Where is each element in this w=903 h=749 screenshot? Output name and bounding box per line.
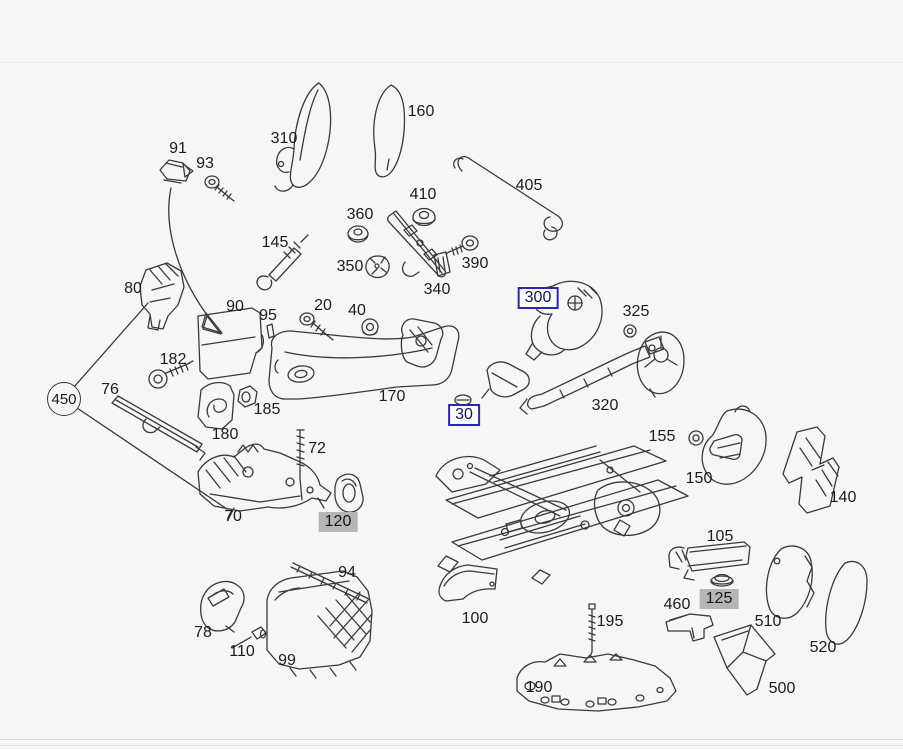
bottom-divider [0, 739, 903, 740]
part-99-drawing [266, 570, 373, 679]
part-91-drawing [159, 159, 223, 334]
part-40-drawing [361, 318, 379, 336]
part-label-94[interactable]: 94 [338, 564, 356, 581]
part-label-110[interactable]: 110 [229, 643, 255, 660]
part-label-185[interactable]: 185 [253, 401, 281, 418]
part-185-drawing [237, 385, 258, 408]
part-label-360[interactable]: 360 [346, 206, 374, 223]
part-label-500[interactable]: 500 [768, 680, 796, 697]
part-label-170[interactable]: 170 [378, 388, 406, 405]
part-label-390[interactable]: 390 [461, 255, 489, 272]
part-350-drawing [365, 255, 390, 279]
part-label-80[interactable]: 80 [124, 280, 142, 297]
part-label-90[interactable]: 90 [226, 298, 244, 315]
part-170-drawing [268, 318, 460, 400]
part-20-drawing [299, 312, 334, 341]
part-160-drawing [373, 84, 406, 178]
part-label-300-highlighted[interactable]: 300 [517, 287, 559, 309]
part-310-drawing [274, 82, 332, 192]
part-label-310[interactable]: 310 [270, 130, 298, 147]
part-label-520[interactable]: 520 [809, 639, 837, 656]
part-325-drawing [623, 324, 685, 398]
part-label-72[interactable]: 72 [308, 440, 326, 457]
part-140-drawing [782, 426, 840, 514]
part-125-nut-drawing [710, 573, 734, 587]
part-label-91[interactable]: 91 [169, 140, 187, 157]
part-label-99[interactable]: 99 [278, 652, 296, 669]
top-divider [0, 62, 903, 63]
part-90-drawing [197, 307, 264, 380]
part-390-drawing [445, 235, 479, 256]
part-label-120-highlighted[interactable]: 120 [318, 512, 358, 532]
part-340-drawing [387, 210, 451, 278]
seat-rail-assembly-drawing [435, 445, 689, 585]
part-72-drawing [296, 429, 305, 501]
part-label-460[interactable]: 460 [663, 596, 691, 613]
callout-450-leader-lines [73, 302, 228, 510]
part-label-190[interactable]: 190 [525, 679, 553, 696]
part-320-drawing [519, 336, 665, 415]
part-label-145[interactable]: 145 [261, 234, 289, 251]
part-label-78[interactable]: 78 [194, 624, 212, 641]
part-405-drawing [453, 156, 564, 241]
part-label-160[interactable]: 160 [407, 103, 435, 120]
part-label-450-circled[interactable]: 450 [47, 382, 81, 416]
part-label-350[interactable]: 350 [336, 258, 364, 275]
part-label-125-highlighted[interactable]: 125 [699, 589, 739, 609]
part-label-40[interactable]: 40 [348, 302, 366, 319]
part-93-drawing [204, 175, 235, 202]
part-80-drawing [139, 262, 185, 331]
part-label-195[interactable]: 195 [596, 613, 624, 630]
part-label-20[interactable]: 20 [314, 297, 332, 314]
part-520-drawing [825, 560, 868, 645]
part-500-drawing [713, 624, 776, 696]
part-label-180[interactable]: 180 [211, 426, 239, 443]
part-150-drawing [701, 405, 767, 485]
part-label-510[interactable]: 510 [754, 613, 782, 630]
part-label-150[interactable]: 150 [685, 470, 713, 487]
part-76-drawing [111, 395, 206, 461]
part-105-drawing [668, 541, 751, 581]
part-195-drawing [588, 603, 596, 657]
part-label-405[interactable]: 405 [515, 177, 543, 194]
part-410-drawing [412, 207, 436, 227]
bottom-divider-2 [0, 745, 903, 746]
part-182-drawing [148, 360, 194, 389]
part-460-drawing [665, 613, 714, 642]
part-145-drawing [256, 234, 309, 291]
part-label-105[interactable]: 105 [706, 528, 734, 545]
part-label-155[interactable]: 155 [648, 428, 676, 445]
part-label-76[interactable]: 76 [101, 381, 119, 398]
part-155-drawing [688, 430, 704, 446]
part-label-410[interactable]: 410 [409, 186, 437, 203]
part-180-drawing [197, 381, 235, 430]
part-label-340[interactable]: 340 [423, 281, 451, 298]
part-100-drawing [438, 564, 498, 602]
part-120-drawing [334, 473, 364, 513]
part-label-93[interactable]: 93 [196, 155, 214, 172]
part-label-320[interactable]: 320 [591, 397, 619, 414]
part-94-drawing [290, 562, 370, 604]
part-label-140[interactable]: 140 [829, 489, 857, 506]
part-label-70[interactable]: 70 [224, 508, 242, 525]
part-label-325[interactable]: 325 [622, 303, 650, 320]
part-110-drawing [231, 626, 267, 649]
part-95-drawing [266, 323, 275, 339]
part-label-30-highlighted[interactable]: 30 [448, 404, 480, 426]
part-78-drawing [199, 580, 245, 633]
part-label-100[interactable]: 100 [461, 610, 489, 627]
part-label-182[interactable]: 182 [159, 351, 187, 368]
part-190-drawing [516, 653, 677, 712]
part-30-drawing [454, 361, 530, 406]
part-70-drawing [197, 443, 332, 521]
part-510-drawing [765, 545, 815, 619]
part-360-drawing [347, 225, 369, 243]
part-label-95[interactable]: 95 [259, 307, 277, 324]
